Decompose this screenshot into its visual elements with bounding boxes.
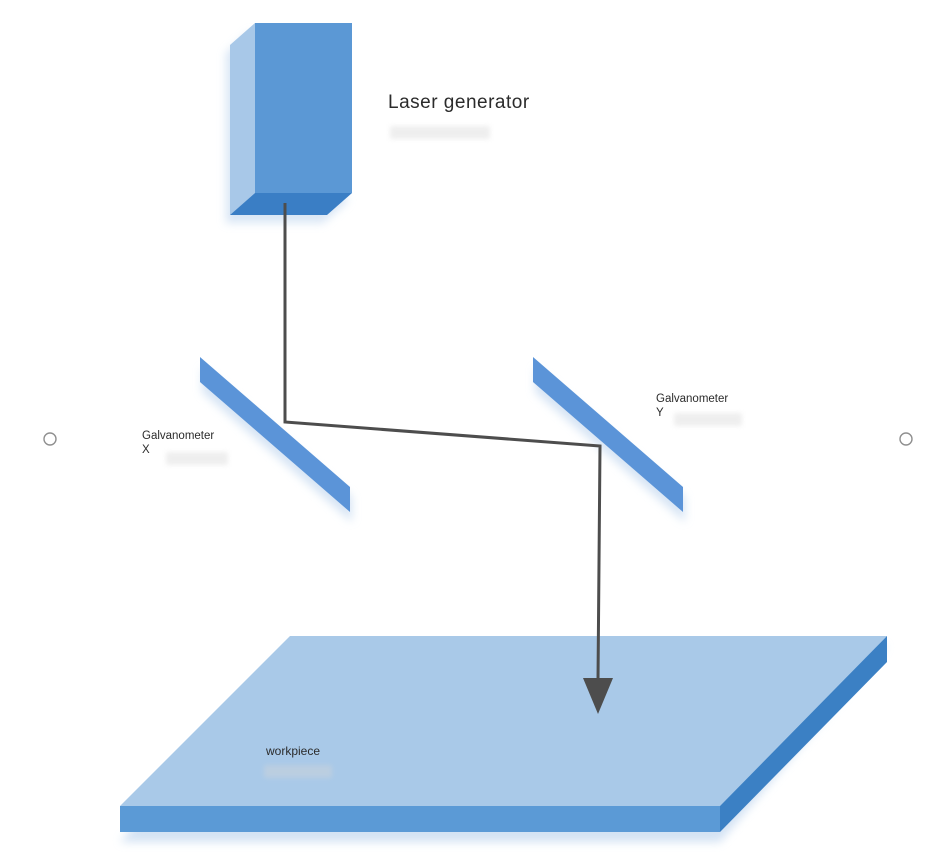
laser-box-front-face (255, 23, 352, 193)
galvanometer-y-label-line1: Galvanometer (656, 393, 729, 405)
galvanometer-y-label: Galvanometer Y (656, 392, 728, 420)
redacted-text-ghost-galvo-y (674, 413, 742, 426)
galvanometer-x-label: Galvanometer X (142, 429, 214, 457)
laser-beam-path (283, 203, 602, 681)
laser-generator-box (230, 23, 352, 215)
galvanometer-x-label-line2: X (142, 444, 150, 456)
laser-box-bottom-face (230, 193, 352, 215)
workpiece-slab (120, 636, 887, 832)
laser-beam-arrowhead (583, 678, 613, 714)
galvanometer-x-label-line1: Galvanometer (142, 430, 215, 442)
laser-generator-label: Laser generator (388, 92, 530, 113)
workpiece-front-face (120, 806, 720, 832)
left-connector-circle (43, 432, 57, 446)
galvanometer-y-label-line2: Y (656, 407, 664, 419)
galvanometer-x-mirror (200, 357, 350, 512)
right-connector-circle (899, 432, 913, 446)
laser-beam (283, 203, 613, 714)
redacted-text-ghost-laser (390, 126, 490, 139)
redacted-text-ghost-galvo-x (166, 452, 228, 465)
workpiece-right-face (720, 636, 887, 832)
workpiece-top-face (120, 636, 887, 806)
laser-box-left-face (230, 23, 255, 215)
workpiece-label: workpiece (266, 744, 321, 758)
redacted-text-ghost-workpiece (264, 765, 332, 778)
galvanometer-y-mirror (533, 357, 683, 512)
